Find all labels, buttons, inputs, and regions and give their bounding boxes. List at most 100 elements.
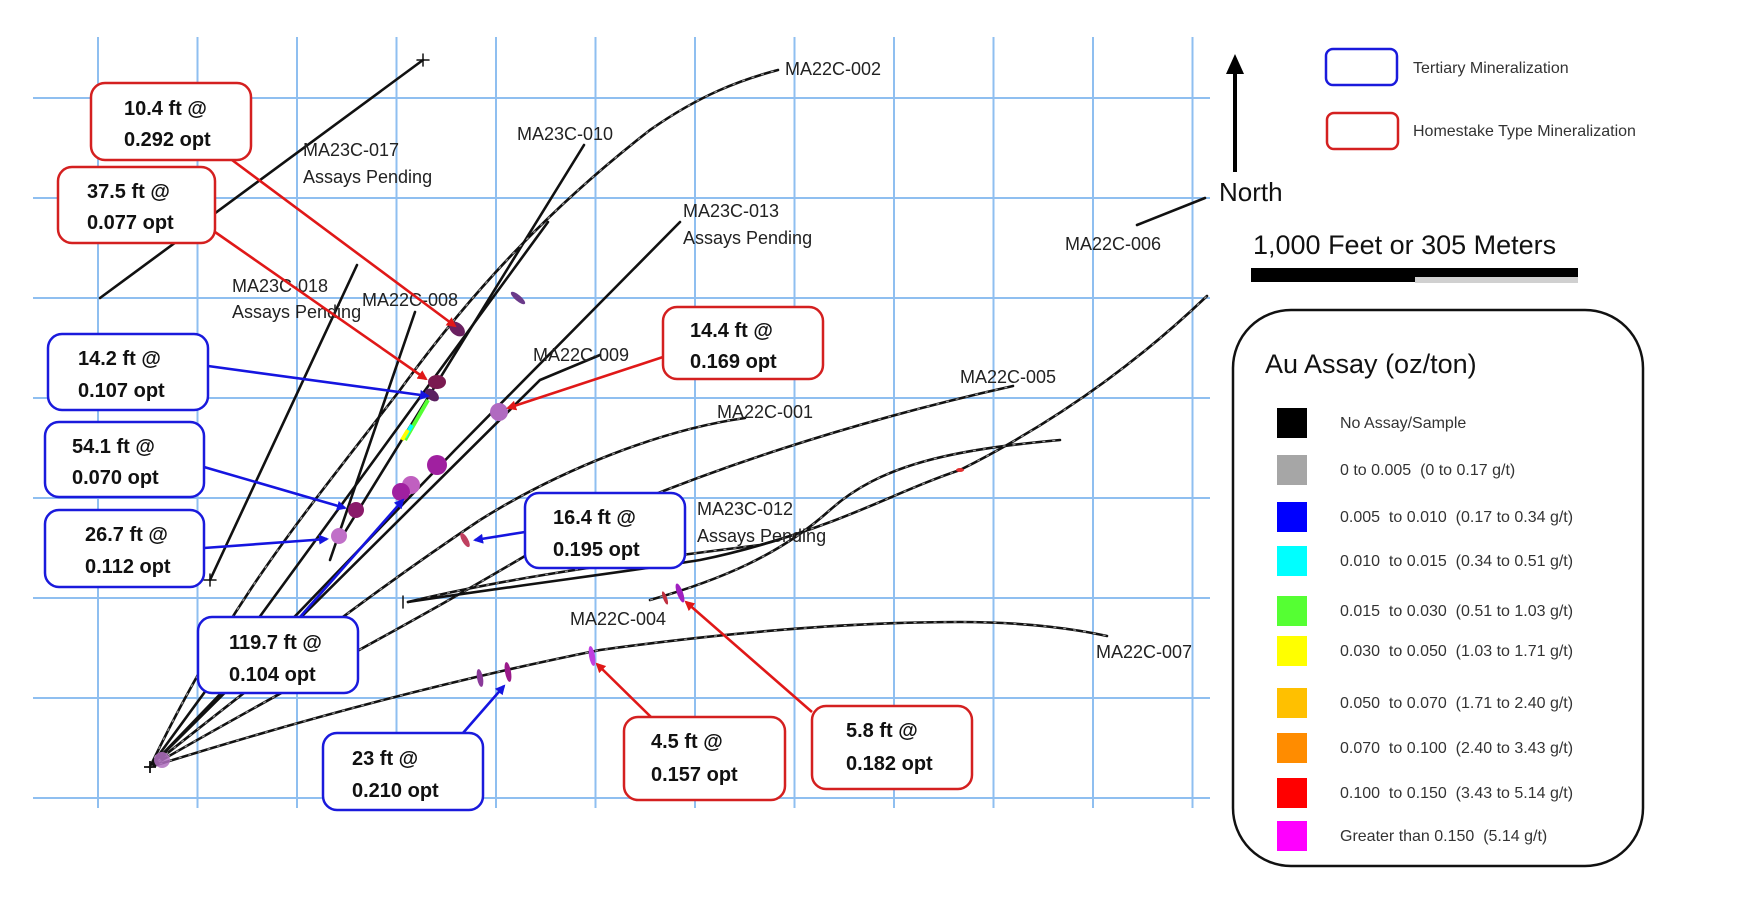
- assay-legend-swatch: [1277, 546, 1307, 576]
- homestake-swatch: [1325, 111, 1400, 151]
- assay-marker: [348, 502, 364, 518]
- assay-marker: [504, 662, 512, 682]
- assay-legend-swatch: [1277, 636, 1307, 666]
- hole-label-ma22c-001: MA22C-001: [717, 402, 813, 422]
- assay-legend-swatch: [1277, 408, 1307, 438]
- assay-interval: [400, 428, 410, 442]
- assay-legend-swatch: [1277, 455, 1307, 485]
- assay-legend-box: [1231, 308, 1645, 868]
- assay-legend-swatch: [1277, 778, 1307, 808]
- hole-label-ma22c-008: MA22C-008: [362, 290, 458, 310]
- leader-arrow-119-7ft: [299, 498, 405, 618]
- callout-26-7ft: 26.7 ft @ 0.112 opt: [43, 508, 206, 589]
- hole-label-ma22c-007: MA22C-007: [1096, 642, 1192, 662]
- hole-end-ma23c-018: [203, 573, 217, 587]
- assay-marker: [510, 291, 526, 305]
- assay-marker: [661, 591, 669, 605]
- callout-line2: 0.210 opt: [352, 780, 439, 802]
- callout-16-4ft: 16.4 ft @ 0.195 opt: [523, 491, 687, 570]
- collar-marker: [154, 752, 170, 768]
- assay-marker: [675, 583, 685, 603]
- assay-legend-swatch: [1277, 688, 1307, 718]
- assay-legend-label: 0 to 0.005 (0 to 0.17 g/t): [1340, 462, 1515, 479]
- tertiary-legend-label: Tertiary Mineralization: [1413, 60, 1569, 77]
- callout-line1: 23 ft @: [352, 748, 418, 770]
- hole-label-ma23c-013: MA23C-013: [683, 201, 779, 221]
- leader-arrow-14-2ft: [207, 364, 430, 400]
- scale-bar: 1,000 Feet or 305 Meters: [1251, 230, 1578, 283]
- assay-marker: [476, 669, 484, 687]
- assay-legend-label: 0.030 to 0.050 (1.03 to 1.71 g/t): [1340, 643, 1573, 660]
- callout-line1: 10.4 ft @: [124, 98, 207, 120]
- callout-line1: 14.2 ft @: [78, 348, 161, 370]
- hole-note-ma23c-013: Assays Pending: [683, 228, 812, 248]
- callout-line1: 119.7 ft @: [229, 632, 322, 654]
- assay-legend-label: 0.015 to 0.030 (0.51 to 1.03 g/t): [1340, 603, 1573, 620]
- hole-label-ma22c-005: MA22C-005: [960, 367, 1056, 387]
- assay-legend-swatch: [1277, 502, 1307, 532]
- callout-line1: 37.5 ft @: [87, 181, 170, 203]
- callout-line2: 0.112 opt: [85, 556, 171, 578]
- hole-label-ma23c-017: MA23C-017: [303, 140, 399, 160]
- assay-legend-swatch: [1277, 821, 1307, 851]
- hole-label-ma23c-010: MA23C-010: [517, 124, 613, 144]
- callout-23ft: 23 ft @ 0.210 opt: [321, 731, 485, 812]
- callout-line2: 0.104 opt: [229, 664, 316, 686]
- leader-arrow-37-5ft: [214, 230, 428, 381]
- leader-arrow-10-4ft: [231, 158, 457, 328]
- hole-label-ma22c-009: MA22C-009: [533, 345, 629, 365]
- north-label: North: [1219, 177, 1283, 207]
- hole-trace-ma23c-018: [208, 263, 359, 582]
- scale-label: 1,000 Feet or 305 Meters: [1253, 230, 1556, 260]
- callout-line2: 0.077 opt: [87, 212, 174, 234]
- leader-arrow-54-1ft: [203, 465, 347, 511]
- callout-line1: 14.4 ft @: [690, 320, 773, 342]
- callout-54-1ft: 54.1 ft @ 0.070 opt: [43, 420, 206, 499]
- hole-label-ma22c-002: MA22C-002: [785, 59, 881, 79]
- assay-markers: [331, 291, 964, 687]
- callout-119-7ft: 119.7 ft @ 0.104 opt: [196, 615, 360, 695]
- leader-arrow-14-4ft: [506, 355, 664, 411]
- leader-arrow-23ft: [462, 684, 506, 734]
- hole-note-ma23c-017: Assays Pending: [303, 167, 432, 187]
- north-arrow: North: [1219, 54, 1283, 207]
- assay-legend-label: 0.070 to 0.100 (2.40 to 3.43 g/t): [1340, 740, 1573, 757]
- hole-trace-ma23c-010: [338, 143, 586, 542]
- assay-legend-label: 0.100 to 0.150 (3.43 to 5.14 g/t): [1340, 785, 1573, 802]
- callout-line1: 5.8 ft @: [846, 720, 918, 742]
- hole-trace-ma23c-017: [98, 58, 425, 300]
- assay-legend-label: No Assay/Sample: [1340, 415, 1466, 432]
- assay-marker: [428, 375, 446, 389]
- assay-legend-swatch: [1277, 733, 1307, 763]
- mineralization-legend: Tertiary Mineralization Homestake Type M…: [1324, 47, 1636, 151]
- callout-14-2ft: 14.2 ft @ 0.107 opt: [46, 332, 210, 412]
- callout-line2: 0.292 opt: [124, 129, 211, 151]
- callout-37-5ft: 37.5 ft @ 0.077 opt: [56, 165, 217, 245]
- callout-line2: 0.182 opt: [846, 753, 933, 775]
- callout-line1: 4.5 ft @: [651, 731, 723, 753]
- homestake-legend-label: Homestake Type Mineralization: [1413, 123, 1636, 140]
- hole-trace-ma22c-004: [648, 438, 1062, 602]
- assay-marker: [490, 403, 508, 421]
- assay-legend-swatch: [1277, 596, 1307, 626]
- callout-line1: 54.1 ft @: [72, 436, 155, 458]
- tertiary-swatch: [1324, 47, 1399, 87]
- assay-marker: [956, 468, 964, 472]
- assay-legend-label: 0.010 to 0.015 (0.34 to 0.51 g/t): [1340, 553, 1573, 570]
- assay-marker: [331, 528, 347, 544]
- hole-label-ma22c-006: MA22C-006: [1065, 234, 1161, 254]
- callout-line2: 0.169 opt: [690, 351, 777, 373]
- callout-14-4ft: 14.4 ft @ 0.169 opt: [661, 305, 825, 381]
- callout-line1: 26.7 ft @: [85, 524, 168, 546]
- hole-end-ma23c-017: [416, 53, 430, 67]
- hole-note-ma23c-018: Assays Pending: [232, 302, 361, 322]
- callout-4-5ft: 4.5 ft @ 0.157 opt: [622, 715, 787, 802]
- hole-labels: MA22C-002 MA23C-010 MA23C-017 Assays Pen…: [232, 59, 1192, 662]
- assay-marker: [588, 646, 596, 666]
- intercept-callouts: 10.4 ft @ 0.292 opt 37.5 ft @ 0.077 opt …: [43, 81, 974, 812]
- callout-line2: 0.195 opt: [553, 539, 640, 561]
- callout-leaders: [203, 158, 813, 734]
- assay-legend-label: Greater than 0.150 (5.14 g/t): [1340, 828, 1547, 845]
